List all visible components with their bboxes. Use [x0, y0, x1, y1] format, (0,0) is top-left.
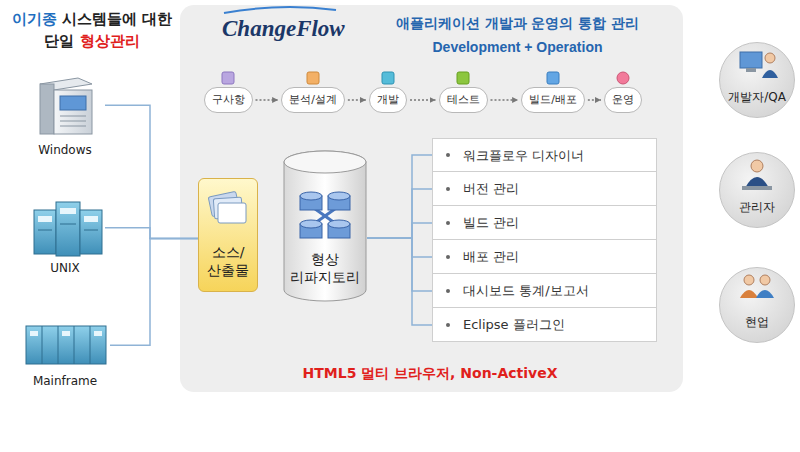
node-label: 구사항 [212, 88, 245, 112]
process-step: 개발 [369, 87, 407, 113]
windows-server-icon [40, 78, 92, 134]
product-logo: ChangeFlow [222, 15, 352, 43]
mainframe-icon [26, 326, 106, 364]
process-step: 운영 [604, 87, 642, 113]
system-node: Mainframe [20, 318, 110, 388]
feature-item: 배포 관리 [432, 240, 657, 274]
system-node: Windows [25, 72, 105, 157]
list-bullets [446, 153, 450, 327]
link-line [367, 238, 432, 291]
panel-heading: 애플리케이션 개발과 운영의 통합 관리 [370, 13, 665, 33]
user-role-circle: 현업 [719, 267, 795, 343]
panel-subheading: Development + Operation [370, 37, 665, 57]
feature-item: 워크플로우 디자이너 [432, 138, 657, 172]
document-cards-icon [208, 191, 246, 223]
node-label: 워크플로우 디자이너 [463, 139, 656, 172]
manager-icon [742, 160, 772, 190]
feature-item: 대시보드 통계/보고서 [432, 274, 657, 308]
link-line [367, 189, 432, 238]
node-label: 개발 [377, 88, 399, 112]
feature-item: 버전 관리 [432, 172, 657, 206]
link-line [367, 223, 432, 238]
unix-server-icon [34, 202, 102, 256]
node-label: 관리자 [739, 199, 775, 216]
node-label: 빌드 관리 [463, 206, 656, 239]
node-label: 빌드/배포 [529, 88, 577, 112]
link-line [367, 238, 432, 325]
system-node: UNIX [25, 195, 105, 275]
database-icon [300, 192, 350, 238]
process-step: 구사항 [204, 87, 253, 113]
node-label: 개발자/QA [728, 89, 786, 106]
feature-item: 빌드 관리 [432, 206, 657, 240]
node-label: 현업 [745, 314, 769, 331]
process-step: 테스트 [439, 87, 488, 113]
node-label: 배포 관리 [463, 240, 656, 273]
repository-cylinder: 형상 리파지토리 [283, 150, 367, 302]
node-label: 운영 [612, 88, 634, 112]
feature-item: Eclipse 플러그인 [432, 308, 657, 342]
process-icons [222, 72, 629, 84]
panel-footer-note: HTML5 멀티 브라우저, Non-ActiveX [230, 363, 630, 383]
flow-arrow [491, 99, 519, 100]
node-label: Eclipse 플러그인 [463, 308, 656, 341]
link-line [110, 238, 198, 345]
node-label: 테스트 [447, 88, 480, 112]
diagram-title: 이기종 시스템들에 대한 단일 형상관리 [8, 8, 176, 52]
node-label: 소스/산출물 [205, 243, 251, 279]
link-line [367, 155, 432, 238]
node-label: Mainframe [33, 374, 97, 388]
node-label: 분석/설계 [289, 88, 337, 112]
logo-swoosh [224, 7, 336, 13]
business-users-icon [740, 275, 774, 298]
node-label: UNIX [50, 261, 80, 275]
user-role-circle: 개발자/QA [719, 42, 795, 118]
link-line [105, 105, 198, 238]
link-line [105, 228, 198, 239]
process-step: 빌드/배포 [521, 87, 585, 113]
flow-arrow [348, 99, 366, 100]
node-label: 형상 리파지토리 [288, 250, 362, 286]
flow-arrow [256, 99, 279, 100]
process-step: 분석/설계 [281, 87, 345, 113]
developer-icon [740, 52, 778, 78]
node-label: Windows [38, 143, 92, 157]
platform-panel: ChangeFlow 애플리케이션 개발과 운영의 통합 관리 Developmen… [180, 5, 683, 392]
link-line [367, 238, 432, 257]
node-label: 대시보드 통계/보고서 [463, 274, 656, 307]
flow-arrow [410, 99, 436, 100]
flow-arrow [588, 99, 601, 100]
user-role-circle: 관리자 [719, 152, 795, 228]
node-label: 버전 관리 [463, 172, 656, 205]
source-box: 소스/산출물 [198, 178, 258, 292]
